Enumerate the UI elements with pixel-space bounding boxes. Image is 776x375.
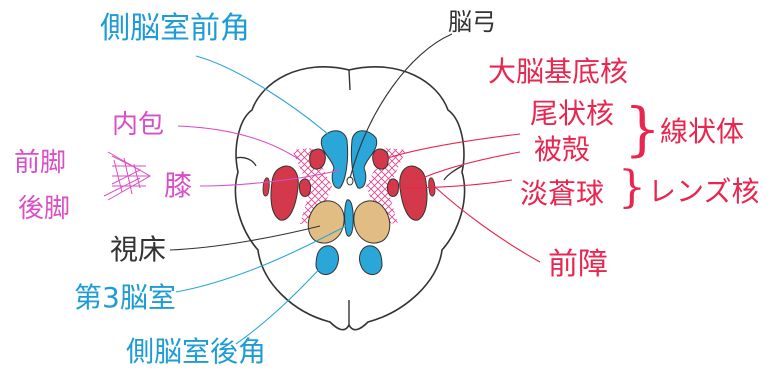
sulcus-left: [235, 156, 257, 167]
leader-globus-pallidus: [397, 179, 513, 189]
longitudinal-fissure: [348, 69, 351, 325]
lentiform-brace: }: [618, 162, 646, 213]
third-ventricle-shape: [344, 199, 354, 237]
sulcus-right: [443, 165, 463, 181]
claustrum-left: [262, 177, 270, 197]
label-internal-capsule: 内包: [112, 110, 165, 140]
leader-anterior-horn: [195, 55, 331, 137]
leader-third-ventricle: [175, 225, 347, 293]
label-putamen: 被殻: [534, 133, 591, 166]
label-caudate-nucleus: 尾状核: [530, 97, 615, 130]
putamen-right: [399, 165, 428, 221]
label-third-ventricle: 第3脳室: [74, 281, 176, 314]
label-striatum: 線状体: [660, 115, 745, 148]
label-posterior-limb: 後脚: [18, 194, 71, 224]
striatum-brace: }: [624, 95, 661, 163]
globus-pallidus-left: [298, 178, 311, 197]
leader-claustrum: [433, 185, 541, 263]
leader-genu: [199, 169, 341, 187]
label-lateral-ventricle-anterior-horn: 側脳室前角: [100, 11, 250, 46]
caudate-nucleus-right: [372, 148, 389, 170]
caudate-nucleus-left: [309, 148, 326, 170]
label-anterior-limb: 前脚: [14, 148, 67, 178]
label-claustrum: 前障: [548, 247, 608, 282]
lateral-ventricle-anterior-horn-right: [350, 130, 378, 189]
leader-fornix: [349, 33, 453, 179]
leader-caudate: [387, 133, 521, 159]
leader-posterior-horn: [235, 261, 327, 345]
label-globus-pallidus: 淡蒼球: [520, 177, 605, 210]
lateral-ventricle-posterior-horn-left: [315, 245, 339, 275]
label-genu: 膝: [164, 169, 193, 202]
label-lentiform-nucleus: レンズ核: [648, 175, 760, 208]
thalamus-left: [307, 200, 345, 244]
label-lateral-ventricle-posterior-horn: 側脳室後角: [126, 335, 267, 368]
leader-thalamus: [169, 225, 321, 251]
thalamus-right: [353, 200, 391, 244]
label-thalamus: 視床: [110, 233, 167, 266]
lateral-ventricle-posterior-horn-right: [359, 245, 383, 275]
brain-outline: [234, 66, 466, 331]
globus-pallidus-right: [387, 178, 400, 197]
fornix-shape: [346, 176, 354, 186]
limb-connector-hatch: [103, 151, 152, 201]
label-fornix: 脳弓: [448, 8, 496, 36]
leader-internal-capsule: [177, 125, 301, 161]
label-basal-ganglia: 大脳基底核: [488, 55, 629, 88]
lateral-ventricle-anterior-horn-left: [320, 130, 349, 189]
putamen-left: [270, 165, 299, 221]
leader-putamen: [417, 151, 521, 181]
